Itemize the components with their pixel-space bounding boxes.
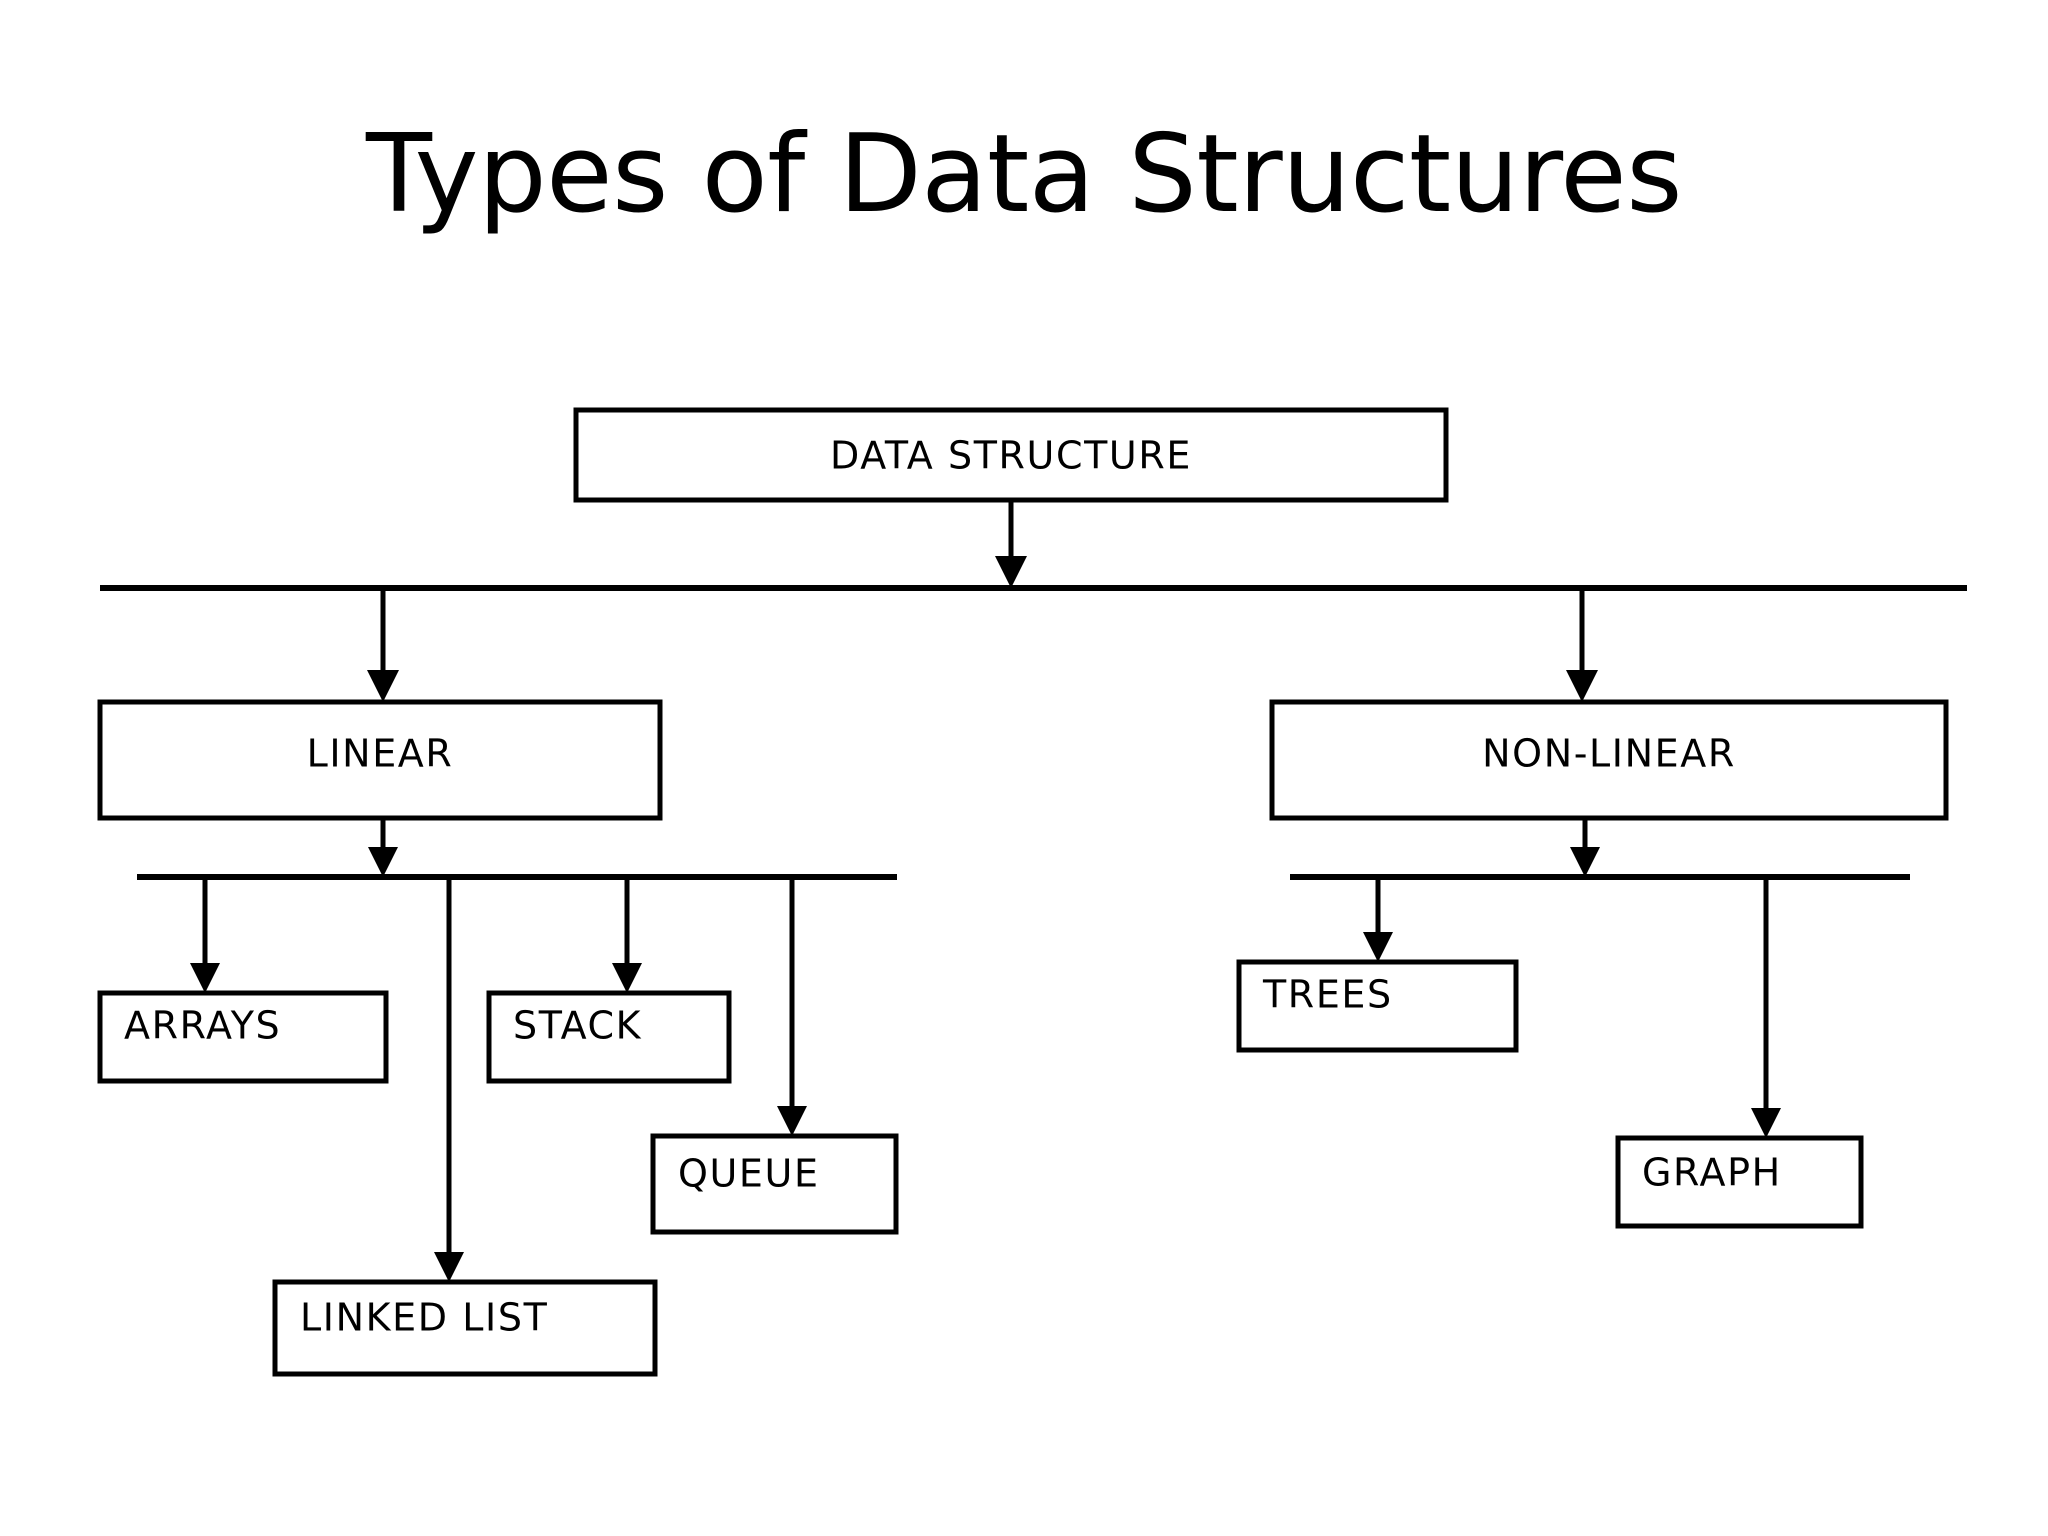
page-title: Types of Data Structures [366, 112, 1682, 237]
node-queue[interactable]: QUEUE [650, 1133, 899, 1235]
node-arrays-box[interactable] [97, 990, 389, 1084]
edge-non-linear-to-sub-bus [1570, 818, 1600, 877]
arrow-head-icon [367, 670, 399, 702]
arrow-head-icon [612, 963, 642, 993]
arrow-head-icon [434, 1252, 464, 1282]
edge-linear-to-arrays [190, 877, 220, 993]
edge-linear-to-linked-list [434, 877, 464, 1282]
arrow-head-icon [368, 847, 398, 877]
arrow-head-icon [995, 556, 1027, 588]
node-trees-label: TREES [1262, 973, 1393, 1017]
node-arrays-label: ARRAYS [124, 1004, 281, 1048]
node-arrays[interactable]: ARRAYS [97, 990, 389, 1084]
node-linked-list-box[interactable] [272, 1279, 658, 1377]
edge-bus-to-non-linear [1566, 588, 1598, 702]
node-non-linear[interactable]: NON-LINEAR [1269, 699, 1949, 821]
node-stack-box[interactable] [486, 990, 732, 1084]
node-queue-label: QUEUE [678, 1152, 820, 1196]
node-stack[interactable]: STACK [486, 990, 732, 1084]
node-linked-list[interactable]: LINKED LIST [272, 1279, 658, 1377]
edge-linear-to-sub-bus [368, 818, 398, 877]
edge-non-linear-to-trees [1363, 877, 1393, 962]
arrow-head-icon [1363, 932, 1393, 962]
node-linear-box[interactable] [97, 699, 663, 821]
node-graph-box[interactable] [1615, 1135, 1864, 1229]
edge-data-structure-to-bus [995, 500, 1027, 588]
node-linear-label: LINEAR [307, 732, 454, 776]
edge-linear-to-queue [777, 877, 807, 1136]
edge-linear-to-stack [612, 877, 642, 993]
node-trees-box[interactable] [1236, 959, 1519, 1053]
arrow-head-icon [190, 963, 220, 993]
arrow-head-icon [1566, 670, 1598, 702]
node-queue-box[interactable] [650, 1133, 899, 1235]
node-graph-label: GRAPH [1642, 1151, 1782, 1195]
node-data-structure[interactable]: DATA STRUCTURE [573, 407, 1449, 503]
node-non-linear-label: NON-LINEAR [1482, 732, 1736, 776]
node-trees[interactable]: TREES [1236, 959, 1519, 1053]
arrow-head-icon [777, 1106, 807, 1136]
node-non-linear-box[interactable] [1269, 699, 1949, 821]
edge-non-linear-to-graph [1751, 877, 1781, 1138]
node-linked-list-label: LINKED LIST [300, 1296, 548, 1340]
node-linear[interactable]: LINEAR [97, 699, 663, 821]
arrow-head-icon [1570, 847, 1600, 877]
node-graph[interactable]: GRAPH [1615, 1135, 1864, 1229]
arrow-head-icon [1751, 1108, 1781, 1138]
node-data-structure-label: DATA STRUCTURE [830, 434, 1192, 478]
node-stack-label: STACK [513, 1004, 642, 1048]
edge-bus-to-linear [367, 588, 399, 702]
node-data-structure-box[interactable] [573, 407, 1449, 503]
